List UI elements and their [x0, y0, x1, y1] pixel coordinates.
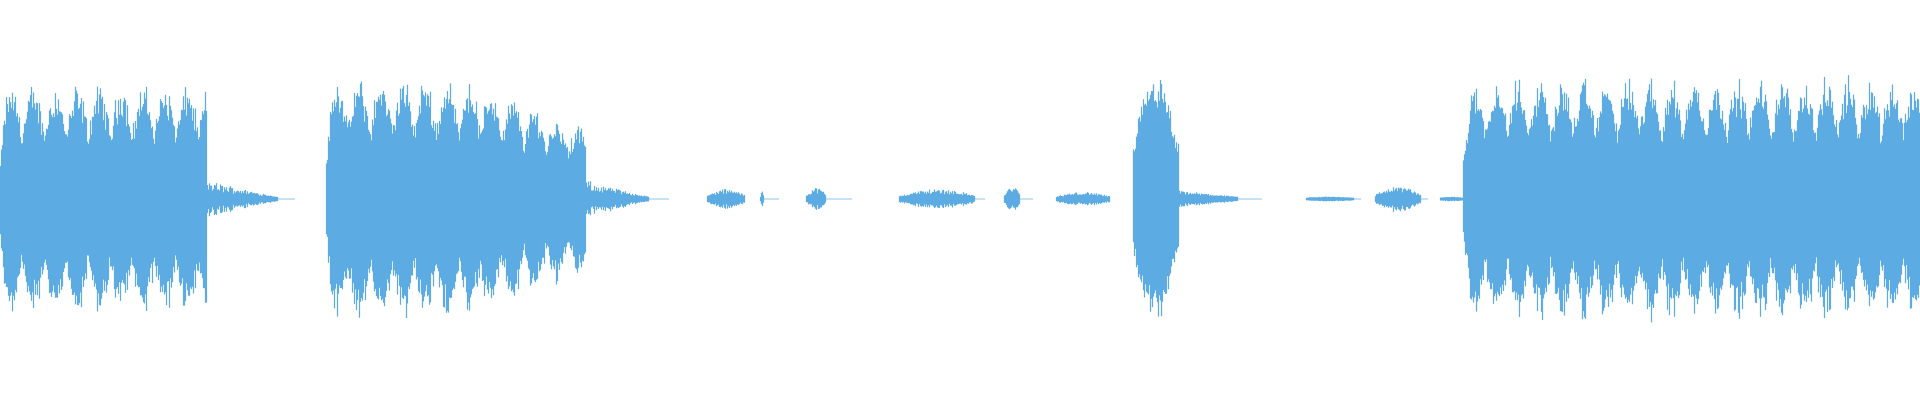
waveform-trace	[0, 75, 1920, 323]
baseline-fragment	[826, 198, 852, 200]
waveform-bars	[0, 75, 1920, 323]
baseline-fragment	[975, 198, 985, 200]
baseline-fragment	[649, 198, 669, 200]
baseline-fragment	[1354, 198, 1361, 200]
waveform-baseline	[278, 198, 1428, 200]
baseline-fragment	[278, 198, 295, 200]
baseline-fragment	[764, 198, 779, 200]
baseline-fragment	[1238, 198, 1262, 200]
baseline-fragment	[1421, 198, 1428, 200]
baseline-fragment	[1020, 198, 1033, 200]
